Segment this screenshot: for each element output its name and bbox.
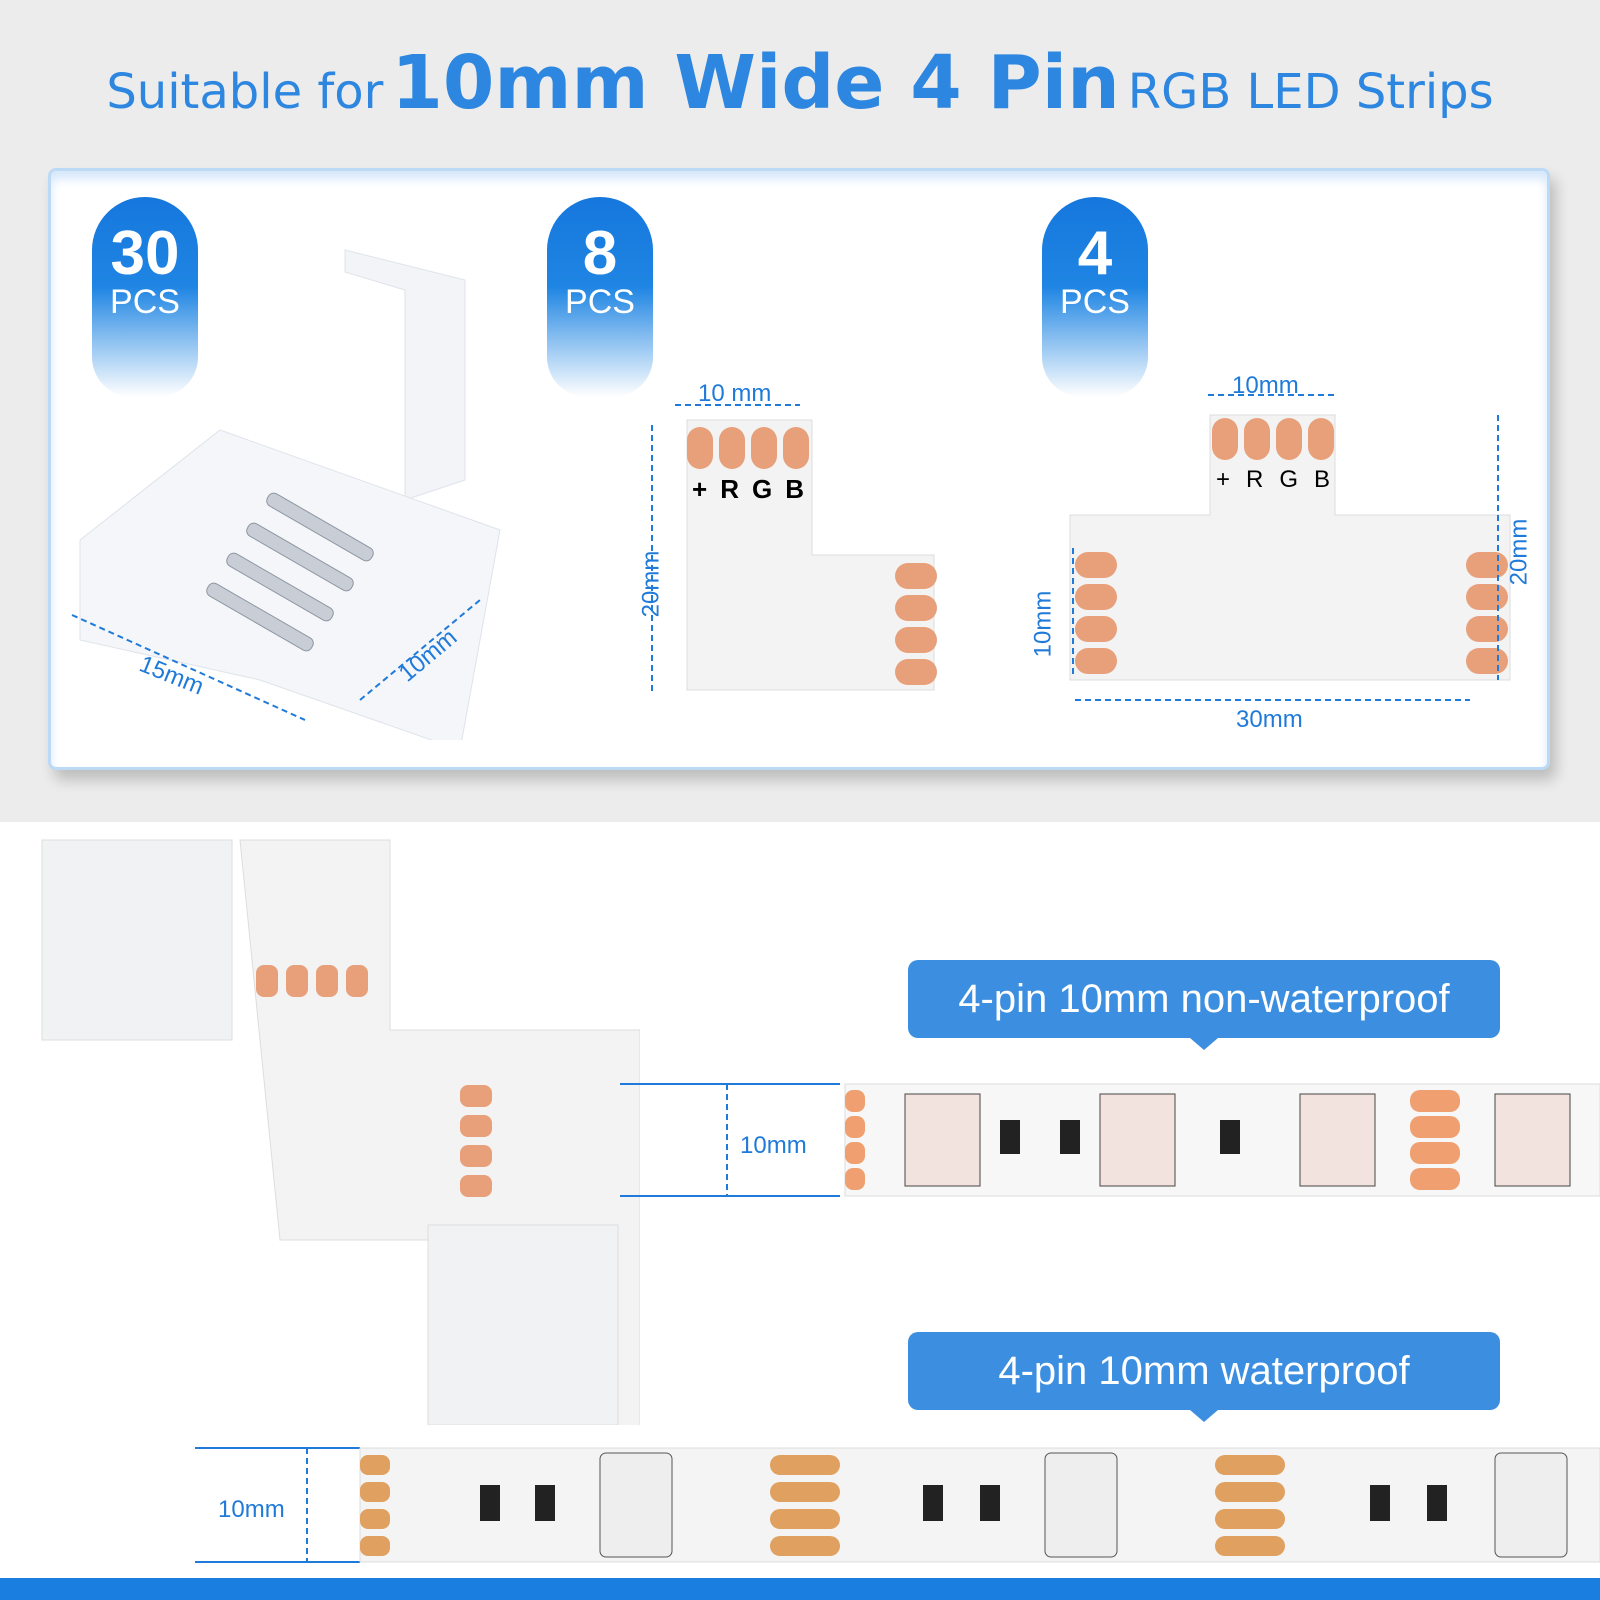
l-connector-closeup-image [41, 839, 640, 1425]
callout-non-waterproof: 4-pin 10mm non-waterproof [908, 960, 1500, 1050]
dim-l-width: 10 mm [698, 380, 772, 407]
dim-t-width: 10mm [1232, 372, 1299, 399]
bottom-accent-bar [0, 1578, 1600, 1600]
dim-l-height: 20mm [637, 550, 665, 618]
dim-t-side: 10mm [1029, 590, 1057, 658]
callout-waterproof: 4-pin 10mm waterproof [908, 1332, 1500, 1422]
straight-connector-image [71, 249, 501, 740]
waterproof-strip-image [195, 1447, 1600, 1563]
strip-width-waterproof: 10mm [218, 1496, 285, 1523]
t-pin-labels: +RGB [1216, 466, 1347, 493]
dim-t-length: 30mm [1236, 706, 1303, 733]
t-connector-image [1069, 394, 1511, 701]
non-waterproof-strip-image [620, 1083, 1600, 1197]
dim-t-height: 20mm [1505, 518, 1533, 586]
strip-width-non-waterproof: 10mm [740, 1132, 807, 1159]
l-pin-labels: +RGB [692, 474, 817, 504]
l-connector-image [651, 404, 937, 692]
